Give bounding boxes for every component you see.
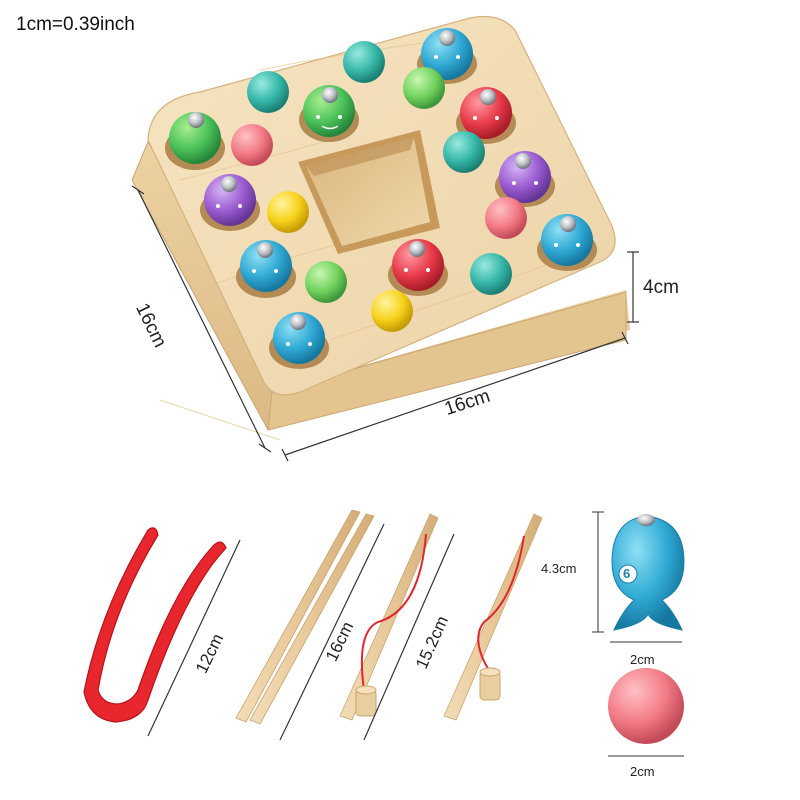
fishing-rod-2 [443,513,543,721]
standalone-fish [592,511,685,643]
fish-number-badge [618,564,638,584]
conversion-note: 1cm=0.39inch [16,14,135,35]
fish-magnet [637,514,655,526]
ball-body [608,668,684,744]
standalone-ball [608,668,684,757]
fish-purple-1 [200,174,260,231]
chopstick-2 [249,513,375,725]
ball-pink [485,197,527,239]
chopsticks-dimension-line [279,523,385,741]
tongs-body [83,527,227,723]
tongs [83,527,241,737]
ball-teal [443,131,485,173]
ball-yellow [371,290,413,332]
rod-2-string [477,535,525,673]
fishing-rod-1 [339,513,455,741]
ball-green [403,67,445,109]
fish-width-label: 2cm [630,652,655,667]
fish-green-2 [299,85,359,142]
ball-teal [470,253,512,295]
board-fish-pieces [165,28,597,369]
ball-teal [343,41,385,83]
ball-pink [231,124,273,166]
rod-1-string [360,533,427,691]
board-height-label: 4cm [643,277,679,298]
chopstick-1 [235,509,361,723]
fish-blue-2 [236,240,296,298]
board-front-face [267,291,627,431]
fish-height-label: 4.3cm [541,561,577,576]
chopsticks [235,509,385,741]
fish-body [611,515,685,631]
tongs-dimension-line [147,539,241,737]
depth-dimension-line [137,189,266,449]
fish-blue-3 [537,214,597,271]
ball-yellow [267,191,309,233]
ball-green [305,261,347,303]
fish-green-1 [165,112,225,170]
rod-dimension-line [363,533,455,741]
fish-red-2 [388,239,448,296]
board-balls [231,41,527,332]
board-dimension-lines [131,185,639,462]
fish-blue-4 [269,312,329,369]
fish-purple-2 [495,151,555,207]
fish-number-text: 6 [623,566,631,581]
ball-width-label: 2cm [630,764,655,779]
ball-teal [247,71,289,113]
width-dimension-line [284,337,626,456]
